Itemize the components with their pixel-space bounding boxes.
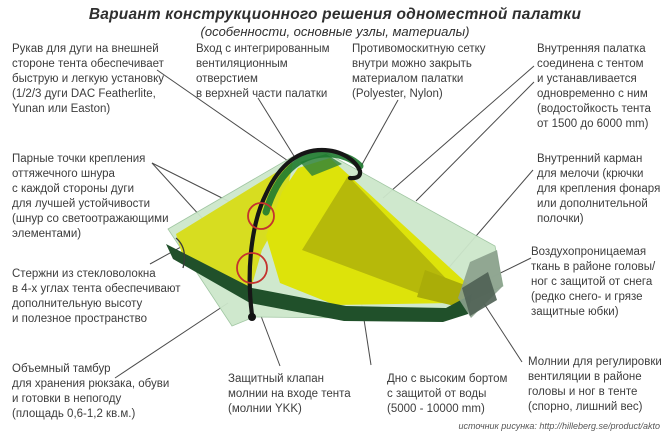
guy-point-circle-lower — [236, 252, 268, 284]
guy-point-markers — [236, 202, 275, 284]
callout-line-pocket — [444, 169, 534, 273]
callout-line-zippers — [482, 301, 523, 363]
annotation-mosquito-net: Противомоскитную сетку внутри можно закр… — [352, 43, 486, 100]
inner-tent-shade-panel — [302, 176, 458, 294]
annotation-zipper-flap: Защитный клапан молнии на входе тента (м… — [228, 373, 351, 415]
tent-floor-band — [166, 244, 472, 322]
annotation-corner-rods: Стержни из стекловолокна в 4-х углах тен… — [12, 268, 181, 325]
annotation-floor: Дно с высоким бортом с защитой от воды (… — [387, 373, 508, 415]
callout-line-mesh — [334, 99, 399, 214]
tent-end-panel — [458, 250, 503, 318]
corner-rod — [175, 237, 186, 269]
annotation-inner-pocket: Внутренний карман для мелочи (крючки для… — [537, 153, 661, 225]
diagram-subtitle: (особенности, основные узлы, материалы) — [200, 24, 470, 39]
annotation-inner-tent: Внутренняя палатка соединена с тентом и … — [537, 43, 651, 130]
callout-line-corner-rod — [149, 241, 191, 265]
image-source-credit: источник рисунка: http://hilleberg.se/pr… — [458, 421, 660, 431]
diagram-title: Вариант конструкционного решения одномес… — [88, 6, 582, 23]
callout-line-entrance — [257, 97, 308, 178]
tent-fly — [167, 150, 504, 327]
vent-panel — [300, 154, 342, 176]
annotation-breathable-fabric: Воздухопроницаемая ткань в районе головы… — [531, 246, 656, 318]
guy-point-circle-upper — [247, 202, 275, 230]
annotation-vestibule: Объемный тамбур для хранения рюкзака, об… — [12, 363, 170, 420]
tent-end-panel-dark — [462, 272, 497, 316]
tent-pole — [247, 147, 363, 318]
annotation-guy-points: Парные точки крепления оттяжечного шнура… — [12, 153, 169, 240]
pole-end-ball — [248, 313, 256, 321]
annotation-vent-zippers: Молнии для регулировки вентиляции в райо… — [528, 356, 662, 413]
inner-tent-main-panel — [266, 158, 472, 305]
inner-tent-shade-panel-right — [417, 270, 470, 307]
callout-line-bottom — [360, 299, 372, 366]
callout-line-fabric — [477, 257, 532, 285]
annotation-entrance: Вход с интегрированным вентиляционным от… — [196, 43, 330, 100]
pole-sleeve — [262, 150, 364, 216]
annotation-pole-sleeve: Рукав для дуги на внешней стороне тента … — [12, 43, 165, 115]
callout-line-flap — [260, 315, 281, 367]
